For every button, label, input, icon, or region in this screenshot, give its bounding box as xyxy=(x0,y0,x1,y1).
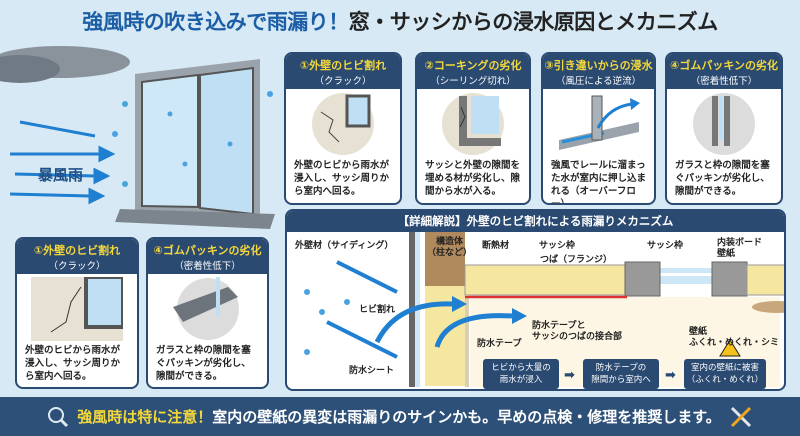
magnifier-icon xyxy=(48,406,69,427)
card-header: ②コーキングの劣化 （シーリング切れ） xyxy=(417,54,529,89)
cause-card-caulking: ②コーキングの劣化 （シーリング切れ） サッシと外壁の隙間を埋める材が劣化し、隙間… xyxy=(415,52,531,205)
footer-highlight: 強風時は特に注意！ xyxy=(77,408,213,426)
label-interior-board: 内装ボード 壁紙 xyxy=(717,238,763,259)
card-header: ③引き違いからの浸水 （風圧による逆流） xyxy=(543,54,654,89)
card-title: ④ゴムパッキンの劣化 xyxy=(670,59,778,72)
card-header: ①外壁のヒビ割れ （クラック） xyxy=(286,54,400,89)
flow-step-1: ヒビから大量の 雨水が浸入 xyxy=(483,359,559,389)
page-title: 強風時の吹き込みで雨漏り！窓・サッシからの浸水原因とメカニズム xyxy=(0,6,800,36)
card-title: ①外壁のヒビ割れ xyxy=(299,59,387,72)
title-highlight: 強風時の吹き込みで雨漏り！ xyxy=(82,10,349,34)
card-subtitle: （密着性低下） xyxy=(690,76,758,87)
card-header: ④ゴムパッキンの劣化 （密着性低下） xyxy=(667,54,781,89)
card-subtitle: （クラック） xyxy=(314,76,372,87)
cause-card-crack: ①外壁のヒビ割れ （クラック） 外壁のヒビから雨水が浸入し、サッシ周りから室内へ回… xyxy=(284,52,402,205)
card-description: 外壁のヒビから雨水が浸入し、サッシ周りから室内へ回る。 xyxy=(25,345,121,382)
card-title: ④ゴムパッキンの劣化 xyxy=(153,244,262,257)
card-header: ④ゴムパッキンの劣化 （密着性低下） xyxy=(148,239,267,274)
card-title: ①外壁のヒビ割れ xyxy=(33,244,121,257)
card-description: 強風でレールに溜まった水が室内に押し込まれる（オーバーフロー）。 xyxy=(551,160,647,205)
card-description: ガラスと枠の隙間を塞ぐパッキンが劣化し、隙間ができる。 xyxy=(675,160,770,197)
card-subtitle: （密着性低下） xyxy=(174,261,241,272)
footer-message: 室内の壁紙の異変は雨漏りのサインかも。早めの点検・修理を推奨します。 xyxy=(212,408,721,426)
card-subtitle: （クラック） xyxy=(48,261,106,272)
flow-step-2: 防水テープの 隙間から室内へ xyxy=(583,359,659,389)
card-title: ③引き違いからの浸水 xyxy=(544,59,653,72)
card-description: サッシと外壁の隙間を埋める材が劣化し、隙間から水が入る。 xyxy=(425,160,521,197)
arrow-right-icon: ➡ xyxy=(665,368,676,383)
arrow-right-icon: ➡ xyxy=(564,368,575,383)
card-subtitle: （風圧による逆流） xyxy=(555,76,642,87)
gasket-illustration xyxy=(667,89,781,159)
label-sash-frame-left: サッシ枠 xyxy=(539,241,576,251)
label-flange: つば（フランジ） xyxy=(540,255,613,265)
crack-illustration xyxy=(286,89,400,159)
label-insulation: 断熱材 xyxy=(482,241,510,251)
flow-step-3: 室内の壁紙に被害 （ふくれ・めくれ） xyxy=(684,359,766,389)
detail-title: 【詳細解説】外壁のヒビ割れによる雨漏りメカニズム xyxy=(287,211,784,232)
storm-label: 暴風雨 xyxy=(38,166,84,184)
rail-overflow-illustration xyxy=(543,89,654,159)
card-description: ガラスと枠の隙間を塞ぐパッキンが劣化し、隙間ができる。 xyxy=(156,345,251,382)
detail-mechanism-panel: 【詳細解説】外壁のヒビ割れによる雨漏りメカニズム 外壁材（サイディング） ヒビ割… xyxy=(285,209,786,391)
footer-banner: 強風時は特に注意！室内の壁紙の異変は雨漏りのサインかも。早めの点検・修理を推奨し… xyxy=(0,397,800,436)
cause-card-gasket: ④ゴムパッキンの劣化 （密着性低下） ガラスと枠の隙間を塞ぐパッキンが劣化し、隙間… xyxy=(665,52,783,205)
label-siding: 外壁材（サイディング） xyxy=(295,241,394,251)
label-tape-flange-joint: 防水テープと サッシのつばの接合部 xyxy=(532,321,623,342)
card-description: 外壁のヒビから雨水が浸入し、サッシ周りから室内へ回る。 xyxy=(294,160,390,197)
label-sash-frame-right: サッシ枠 xyxy=(647,241,684,251)
crack-illustration xyxy=(17,274,137,344)
label-crack: ヒビ割れ xyxy=(359,305,396,315)
label-structure: 構造体 （柱など） xyxy=(427,237,473,258)
label-waterproof-sheet: 防水シート xyxy=(349,366,395,376)
window-illustration xyxy=(0,46,275,229)
bottom-card-gasket: ④ゴムパッキンの劣化 （密着性低下） ガラスと枠の隙間を塞ぐパッキンが劣化し、隙間… xyxy=(146,237,269,389)
storm-window-illustration: 暴風雨 xyxy=(0,44,285,234)
cause-card-sliding: ③引き違いからの浸水 （風圧による逆流） 強風でレールに溜まった水が室内に押し込ま… xyxy=(541,52,656,205)
title-rest: 窓・サッシからの浸水原因とメカニズム xyxy=(348,10,719,34)
card-subtitle: （シーリング切れ） xyxy=(430,76,516,87)
gasket-illustration xyxy=(148,274,267,344)
tools-icon xyxy=(730,406,751,427)
label-waterproof-tape: 防水テープ xyxy=(477,339,522,349)
caulking-illustration xyxy=(417,89,529,159)
card-title: ②コーキングの劣化 xyxy=(424,59,522,72)
label-wallpaper-damage: 壁紙 ふくれ・めくれ・シミ xyxy=(689,327,780,348)
card-header: ①外壁のヒビ割れ （クラック） xyxy=(17,239,137,274)
bottom-card-crack: ①外壁のヒビ割れ （クラック） 外壁のヒビから雨水が浸入し、サッシ周りから室内へ回… xyxy=(15,237,139,389)
